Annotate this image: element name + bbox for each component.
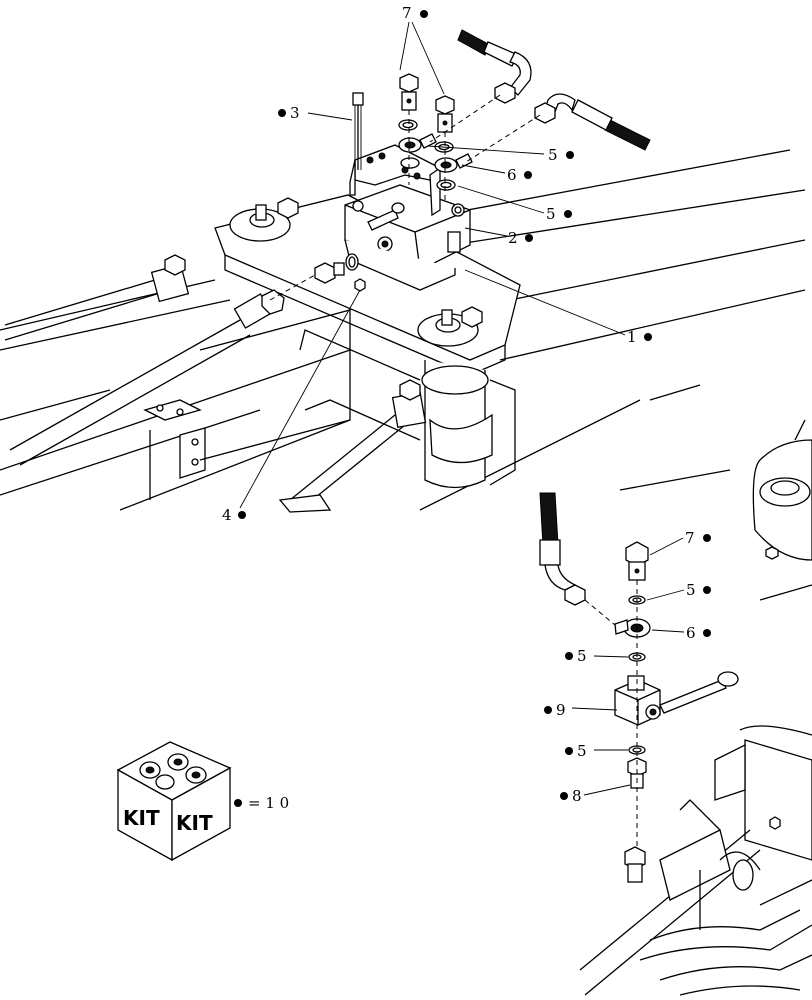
right-machine-parts [714,419,812,861]
bullet-marker-icon [525,234,533,242]
callout-4: 4 [222,506,232,524]
assembly-lines-right [584,580,638,850]
callout-5-d: 5 [577,647,587,665]
bullet-marker-icon [234,799,242,807]
callout-3: 3 [290,104,300,122]
callout-1: 1 [627,328,637,346]
callout-8: 8 [572,787,582,805]
right-hose [539,492,586,606]
bullet-marker-icon [420,10,428,18]
bullet-marker-icon [564,210,572,218]
kit-box-icon: KIT KIT [116,741,232,862]
bullet-marker-icon [238,511,246,519]
callout-5-c: 5 [686,581,696,599]
pivot-post [299,329,516,489]
bullet-marker-icon [566,151,574,159]
bullet-marker-icon [278,109,286,117]
callout-7-bottom: 7 [685,529,695,547]
callout-5-a: 5 [548,146,558,164]
lower-arm [278,379,427,513]
callouts: 7 3 5 6 5 2 1 4 7 5 6 5 9 5 8 [222,4,711,805]
bullet-marker-icon [544,706,552,714]
kit-label-left: KIT [123,806,160,830]
bullet-marker-icon [644,333,652,341]
right-lower-frame [579,799,812,996]
fittings-left-of-block [314,253,366,292]
callout-5-e: 5 [577,742,587,760]
callout-7-top: 7 [402,4,412,22]
leader-lines-top [239,21,626,509]
bullet-marker-icon [565,747,573,755]
banjo-bolt-7-right [625,541,649,581]
left-bracket [143,309,351,500]
callout-6-a: 6 [507,166,517,184]
callout-6-b: 6 [686,624,696,642]
bullet-marker-icon [524,171,532,179]
leader-lines-right [571,537,685,796]
callout-5-b: 5 [546,205,556,223]
mounting-plate [214,194,521,376]
bullet-marker-icon [703,534,711,542]
bullet-marker-icon [703,629,711,637]
assembly-lines-top [269,94,541,301]
washers-and-banjos-top [398,119,473,191]
top-hoses [457,29,651,151]
kit-legend-text: = 1 0 [248,794,289,812]
left-hoses [4,254,285,466]
bullet-marker-icon [703,586,711,594]
bullet-marker-icon [560,792,568,800]
kit-label-right: KIT [176,811,213,835]
cap-screw-3 [352,92,364,170]
bullet-marker-icon [565,652,573,660]
callout-2: 2 [508,229,518,247]
callout-9: 9 [556,701,566,719]
